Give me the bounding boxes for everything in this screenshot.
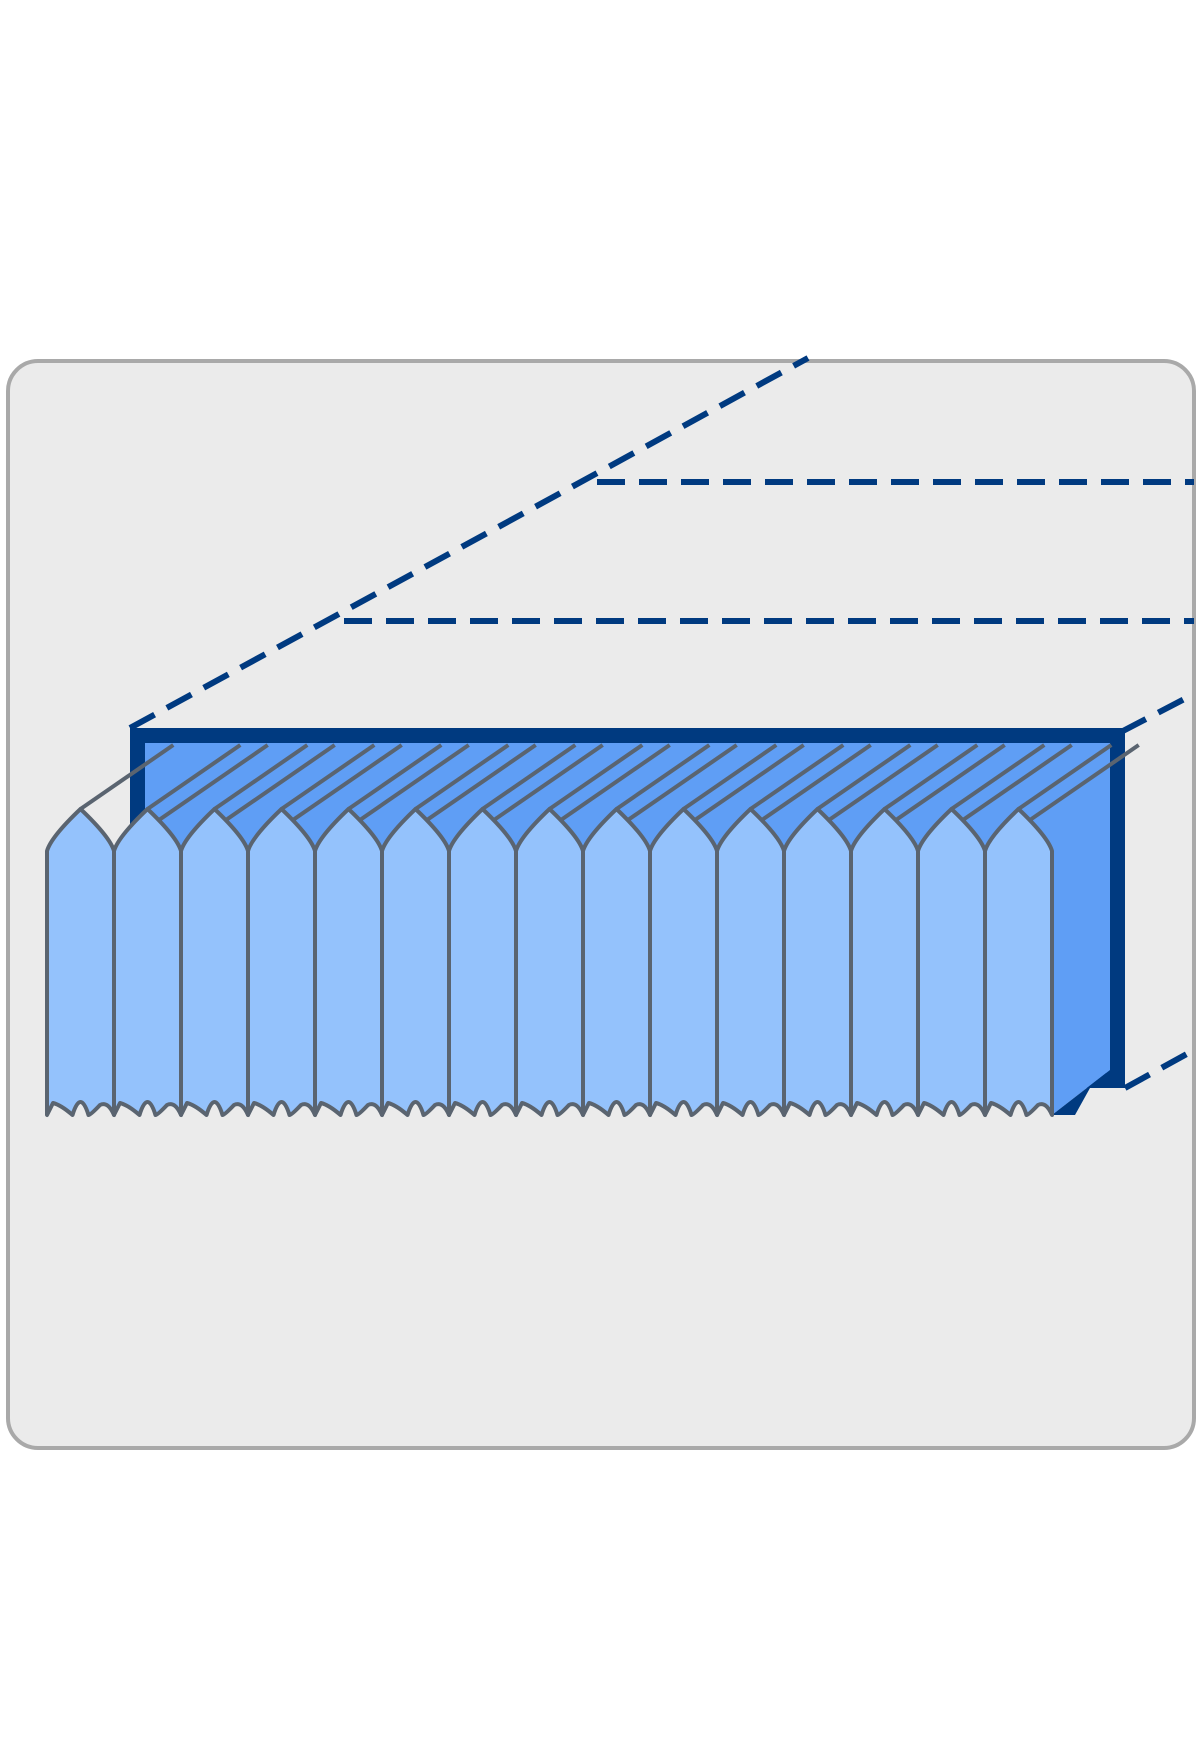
staple-top-edge-line: [280, 743, 376, 811]
staple: [112, 807, 183, 1117]
staple: [313, 807, 384, 1117]
diagonal-guide-line: [128, 355, 810, 731]
staple: [581, 807, 652, 1117]
staple-top-edge-line: [548, 743, 644, 811]
staple: [447, 807, 518, 1117]
staple-top-edge-line: [950, 743, 1046, 811]
strip-right-face: [1052, 743, 1110, 1115]
staple: [983, 807, 1054, 1117]
staple-top-edge-line: [816, 743, 912, 811]
staple: [179, 807, 250, 1117]
staple-top-edge-line: [79, 743, 175, 811]
staple: [916, 807, 987, 1117]
staple: [849, 807, 920, 1117]
right-bottom-guide-line: [1123, 1047, 1196, 1091]
staple: [45, 807, 116, 1117]
dashed-guide-lines: [128, 355, 1196, 1091]
staple-top-edge-line: [213, 743, 309, 811]
staple-top-edge-line: [414, 743, 510, 811]
staple-top-edge-line: [146, 743, 242, 811]
staple: [715, 807, 786, 1117]
staple-top-edge-line: [1017, 743, 1113, 811]
staple-top-edge-line: [682, 743, 778, 811]
staple-top-edge-line: [749, 743, 845, 811]
staple: [782, 807, 853, 1117]
staple: [514, 807, 585, 1117]
strip-bottom-shadow: [1052, 1070, 1125, 1115]
staple: [648, 807, 719, 1117]
staple-top-edge-line: [883, 743, 979, 811]
staple-top-edge-line: [347, 743, 443, 811]
staple-top-edge-line: [481, 743, 577, 811]
staple: [246, 807, 317, 1117]
staple-top-edge-line: [615, 743, 711, 811]
staple: [380, 807, 451, 1117]
right-top-guide-line: [1119, 691, 1196, 735]
staple-front-faces: [45, 807, 1054, 1117]
